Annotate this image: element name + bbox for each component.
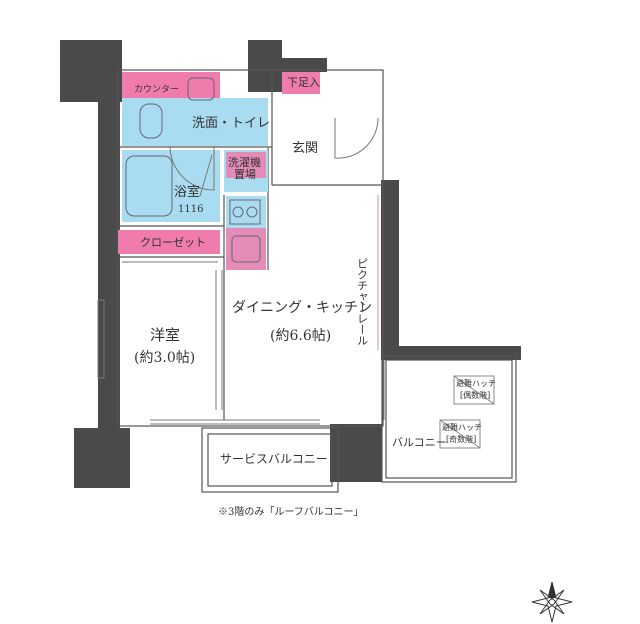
burner-2	[246, 206, 258, 218]
counter-label: カウンター	[134, 84, 179, 95]
bath-label: 浴室	[174, 184, 200, 200]
dk-size-label: (約6.6帖)	[270, 328, 331, 344]
service-balcony-outline	[207, 433, 333, 487]
hatch-even	[453, 375, 495, 405]
bathtub	[125, 155, 173, 217]
hatch-odd-diagonal	[439, 419, 481, 449]
service-balcony-outer	[201, 427, 339, 493]
wall-top-middle-column	[248, 40, 282, 92]
roof-balcony-note: ※3階のみ「ルーフバルコニー」	[218, 506, 364, 518]
wall-right-upper	[381, 180, 399, 352]
structural-walls	[60, 40, 521, 488]
shoe-storage	[282, 72, 320, 94]
wall-top-right-column	[281, 58, 327, 72]
hatch-even-label-1: 避難ハッチ	[456, 378, 496, 388]
hatch-even-label-2: [偶数階]	[460, 390, 490, 400]
storage-areas	[118, 72, 320, 270]
entrance-label: 玄関	[292, 141, 318, 156]
dk-label: ダイニング・キッチン	[232, 300, 372, 316]
washer-label-1: 洗濯機	[228, 155, 261, 169]
wash-door-swing	[169, 145, 215, 191]
washer-tag	[226, 152, 266, 178]
window-west	[97, 299, 105, 379]
bath-size-label: 1116	[178, 204, 203, 215]
bathroom	[122, 150, 220, 222]
stove	[229, 199, 261, 225]
toilet-fixture	[139, 103, 163, 139]
escape-hatches	[439, 375, 495, 449]
shoe-label: 下足入	[287, 76, 320, 89]
bath-door	[199, 154, 213, 197]
western-size-label: (約3.0帖)	[134, 350, 195, 366]
service-balcony-label: サービスバルコニー	[220, 452, 328, 466]
hatch-odd-label-2: [奇数階]	[446, 434, 476, 444]
balcony-outer	[381, 355, 517, 483]
wall-bottom-left-column	[74, 428, 130, 488]
kitchen-sink	[231, 235, 261, 263]
wall-bottom-middle-column	[330, 424, 382, 482]
wall-top-left-column	[60, 40, 122, 102]
wall-right-ledge	[381, 346, 521, 360]
kitchen-storage	[226, 228, 266, 270]
closet-area	[118, 230, 220, 254]
western-room-label: 洋室	[150, 326, 180, 344]
compass-rose-icon	[531, 581, 573, 623]
fixtures	[125, 77, 261, 263]
toilet-label: 洗面・トイレ	[192, 116, 270, 131]
hatch-odd	[439, 419, 481, 449]
doors-windows	[97, 117, 385, 425]
hatch-odd-label-1: 避難ハッチ	[442, 422, 482, 432]
balcony-outline	[385, 359, 513, 479]
balcony-label: バルコニー	[392, 436, 447, 449]
hatch-even-diagonal	[453, 375, 495, 405]
picture-rail-label: ピクチャーレール	[356, 258, 369, 346]
counter-area	[122, 72, 220, 98]
washer-label-2: 置場	[234, 168, 256, 181]
wall-left-strip	[98, 100, 120, 430]
entrance-door-swing	[334, 117, 379, 159]
sink-fixture	[187, 77, 215, 101]
closet-label: クローゼット	[140, 236, 206, 249]
burner-1	[232, 206, 244, 218]
